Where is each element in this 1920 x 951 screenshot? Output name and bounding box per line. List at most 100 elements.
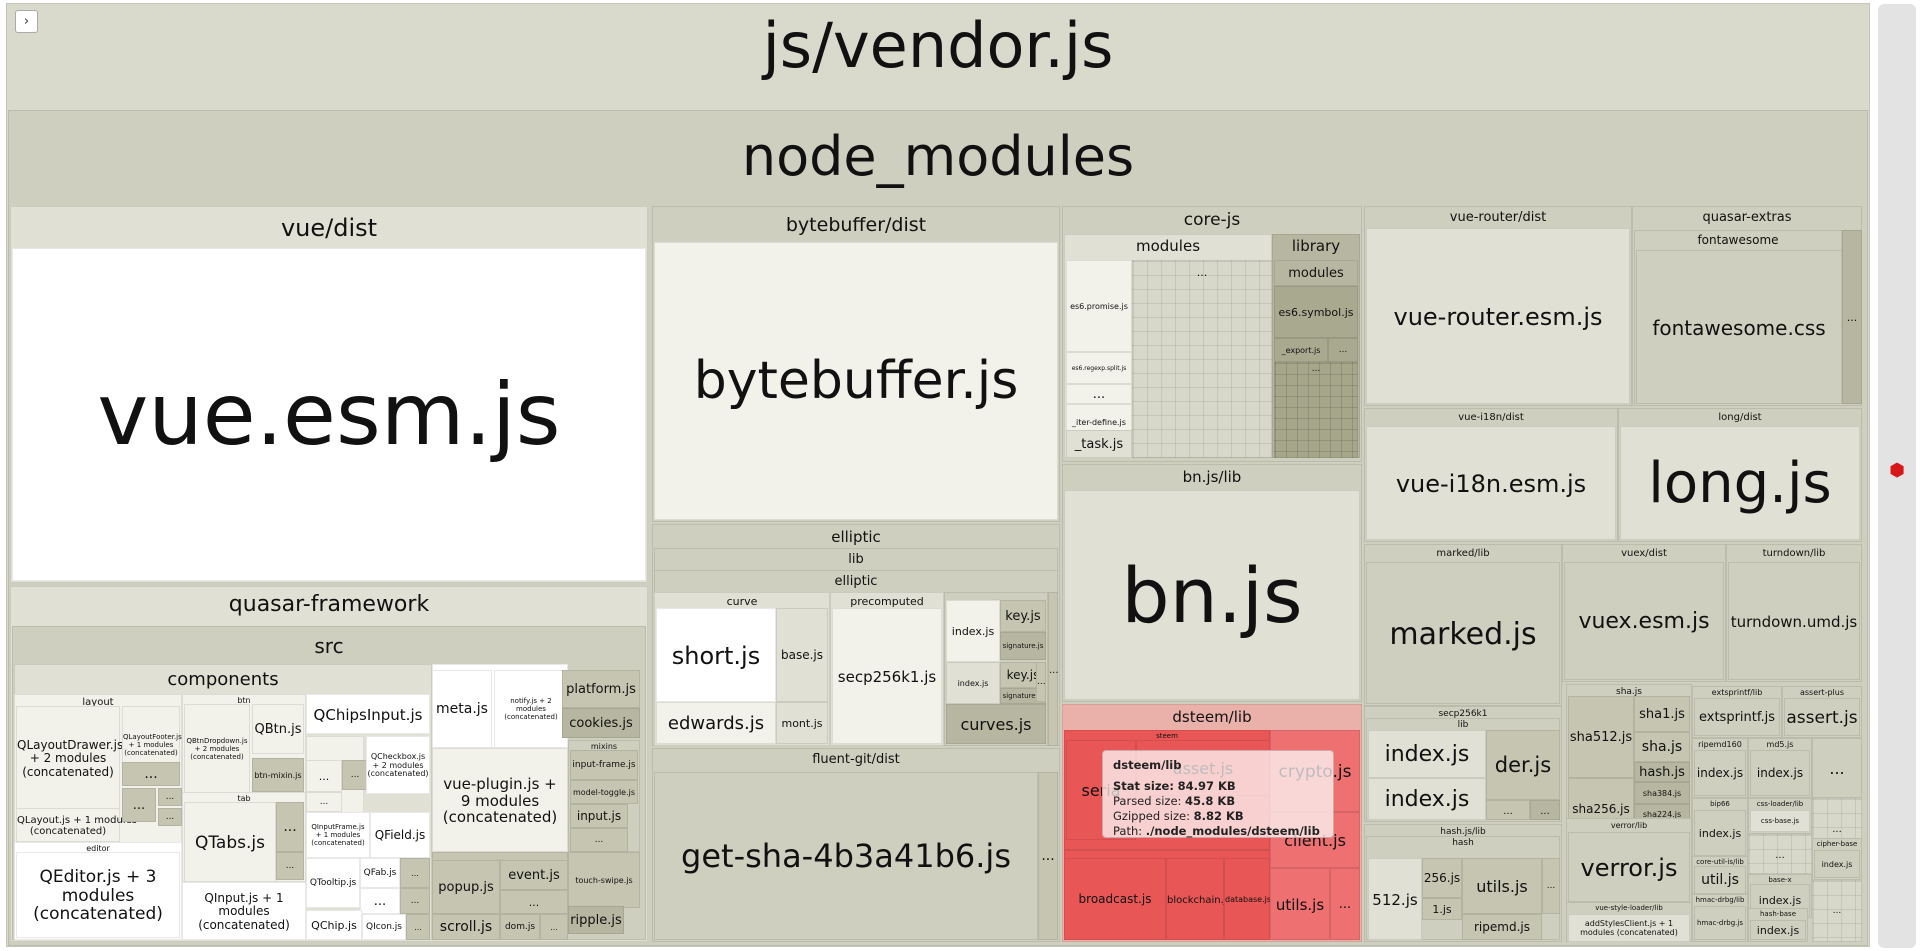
module-qlayoutdrawer[interactable]: QLayoutDrawer.js + 2 modules (concatenat… (16, 706, 123, 810)
module-index[interactable]: index.js (1694, 810, 1746, 856)
module-qcheckbox[interactable]: QCheckbox.js + 2 modules (concatenated) (366, 736, 430, 794)
module-qicon[interactable]: QIcon.js (362, 914, 406, 940)
module-512[interactable]: 512.js (1368, 858, 1422, 940)
module-index[interactable]: index.js (1368, 730, 1486, 778)
module-more[interactable]: ... (540, 914, 568, 940)
module-database[interactable]: database.js (1224, 858, 1271, 940)
module-more[interactable]: ... (1066, 384, 1132, 404)
module-more[interactable]: ... (400, 858, 430, 888)
module-popup[interactable]: popup.js (432, 860, 500, 914)
module-more[interactable]: ... (1038, 772, 1058, 940)
module-vue-router[interactable]: vue-router.esm.js (1366, 228, 1630, 404)
module-event[interactable]: event.js (500, 860, 568, 890)
module-more[interactable]: ... (342, 760, 368, 790)
module-assert[interactable]: assert.js (1784, 698, 1860, 736)
module-more[interactable]: ... (400, 888, 430, 914)
module-utils[interactable]: utils.js (1462, 858, 1542, 914)
module-qfield[interactable]: QField.js (370, 812, 430, 858)
module-more[interactable]: ... (158, 788, 182, 806)
module-broadcast[interactable]: broadcast.js (1064, 858, 1166, 940)
module-qbtndropdown[interactable]: QBtnDropdown.js + 2 modules (concatenate… (184, 704, 250, 794)
module-utils[interactable]: utils.js (1270, 868, 1330, 940)
module-model-toggle[interactable]: model-toggle.js (570, 780, 638, 804)
module-more[interactable]: ... (1330, 868, 1360, 940)
module-touch-swipe[interactable]: touch-swipe.js (568, 852, 640, 908)
module-qbtn[interactable]: QBtn.js (252, 704, 304, 754)
module-bn[interactable]: bn.js (1064, 490, 1360, 700)
module-export[interactable]: _export.js (1274, 338, 1328, 362)
module-hmac-drbg[interactable]: hmac-drbg.js (1694, 906, 1746, 940)
module-more[interactable]: ... (1048, 592, 1059, 746)
module-secp256k1[interactable]: secp256k1.js (832, 608, 942, 744)
sidebar-toggle-button[interactable]: › (15, 10, 38, 33)
module-index[interactable]: index.js (1750, 920, 1806, 940)
module-cookies[interactable]: cookies.js (562, 708, 640, 738)
module-curves[interactable]: curves.js (946, 704, 1046, 744)
group-more[interactable]: ... (1812, 880, 1862, 942)
module-qfab[interactable]: QFab.js (360, 858, 400, 888)
module-more[interactable]: ... (406, 914, 430, 940)
module-more[interactable]: ... (500, 890, 568, 914)
module-dom[interactable]: dom.js (500, 914, 540, 940)
module-marked[interactable]: marked.js (1366, 562, 1560, 704)
module-ripple[interactable]: ripple.js (568, 906, 624, 934)
module-fontawesome-css[interactable]: fontawesome.css (1636, 250, 1842, 404)
module-more[interactable]: ... (276, 802, 304, 852)
module-qtooltip[interactable]: QTooltip.js (306, 858, 360, 908)
module-scroll[interactable]: scroll.js (432, 914, 500, 940)
module-add-styles-client[interactable]: addStylesClient.js + 1 modules (concaten… (1568, 914, 1690, 942)
module-platform[interactable]: platform.js (562, 670, 640, 708)
module-es6-promise[interactable]: es6.promise.js (1066, 260, 1132, 352)
module-more[interactable]: ... (1530, 800, 1560, 820)
module-hash[interactable]: hash.js (1634, 762, 1690, 782)
module-more[interactable]: ... (306, 792, 342, 812)
module-sha512[interactable]: sha512.js (1568, 696, 1634, 778)
module-more[interactable]: ... (306, 760, 342, 792)
module-qtabs[interactable]: QTabs.js (184, 802, 276, 882)
module-more[interactable]: ... (1812, 738, 1862, 798)
module-mont[interactable]: mont.js (776, 702, 828, 744)
module-vue-esm[interactable]: vue.esm.js (12, 248, 646, 581)
group-library-modules[interactable]: modules (1274, 260, 1358, 286)
group-library-more[interactable]: ... (1274, 362, 1358, 458)
module-qchip[interactable]: QChip.js (306, 910, 362, 940)
module-signature[interactable]: signature.js (1000, 632, 1046, 660)
module-more[interactable]: ... (158, 808, 182, 826)
module-vuex[interactable]: vuex.esm.js (1564, 562, 1724, 680)
module-task[interactable]: _task.js (1066, 430, 1132, 458)
module-long[interactable]: long.js (1620, 426, 1860, 540)
module-index[interactable]: index.js (1368, 778, 1486, 820)
module-more[interactable]: ... (122, 762, 180, 786)
module-der[interactable]: der.js (1486, 730, 1560, 800)
module-qeditor[interactable]: QEditor.js + 3 modules (concatenated) (16, 852, 180, 938)
module-short[interactable]: short.js (656, 608, 776, 702)
module-256[interactable]: 256.js (1422, 858, 1462, 898)
module-1[interactable]: 1.js (1422, 898, 1462, 920)
group-more[interactable]: ... (1748, 834, 1812, 874)
sidebar-panel[interactable] (1878, 4, 1916, 948)
module-more[interactable]: ... (1542, 858, 1560, 914)
module-btn-mixin[interactable]: btn-mixin.js (252, 758, 304, 792)
module-more[interactable]: ... (1036, 662, 1046, 702)
module-css-base[interactable]: css-base.js (1750, 810, 1810, 832)
module-more[interactable]: ... (570, 828, 628, 852)
module-meta[interactable]: meta.js (432, 670, 492, 748)
module-qinputframe[interactable]: QInputFrame.js + 1 modules (concatenated… (306, 812, 370, 858)
module-sha[interactable]: sha.js (1634, 732, 1690, 762)
module-index[interactable]: index.js (1694, 750, 1746, 796)
module-util[interactable]: util.js (1694, 866, 1746, 894)
module-es6-symbol[interactable]: es6.symbol.js (1274, 286, 1358, 338)
module-sha1[interactable]: sha1.js (1634, 696, 1690, 732)
module-more[interactable]: ... (360, 888, 400, 914)
module-verror[interactable]: verror.js (1568, 832, 1690, 902)
module-key[interactable]: key.js (1000, 600, 1046, 632)
module-notify[interactable]: notify.js + 2 modules (concatenated) (494, 670, 568, 748)
module-blockchain[interactable]: blockchain.js (1166, 858, 1232, 940)
module-edwards[interactable]: edwards.js (656, 702, 776, 744)
module-turndown[interactable]: turndown.umd.js (1728, 562, 1860, 680)
module-more[interactable]: ... (122, 788, 156, 822)
module-es6-regexp-split[interactable]: es6.regexp.split.js (1066, 352, 1132, 384)
module-qinput[interactable]: QInput.js + 1 modules (concatenated) (182, 882, 306, 940)
module-extsprintf[interactable]: extsprintf.js (1694, 698, 1780, 736)
module-index[interactable]: index.js (946, 600, 1000, 662)
